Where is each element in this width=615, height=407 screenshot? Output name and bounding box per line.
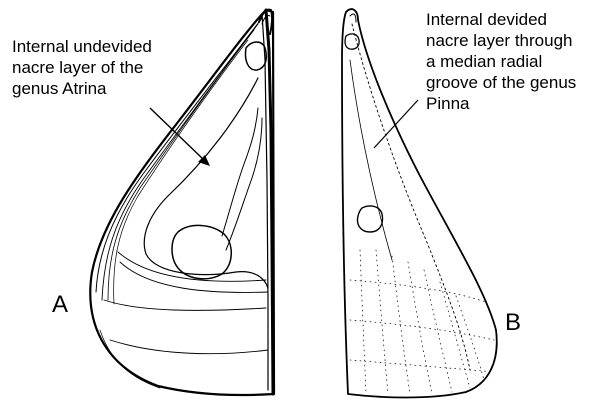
label-b-pointer-line [374,100,418,148]
label-atrina-nacre: Internal undevided nacre layer of the ge… [12,36,152,99]
shell-b-anterior-scar [345,34,359,49]
shell-a-nacre-boundary [144,78,268,288]
label-pinna-nacre: Internal devided nacre layer through a m… [426,9,576,114]
panel-letter-b: B [505,310,521,336]
shell-a-anterior-scar [245,42,266,70]
panel-letter-a: A [52,292,68,318]
label-a-pointer-arrow [150,108,204,160]
